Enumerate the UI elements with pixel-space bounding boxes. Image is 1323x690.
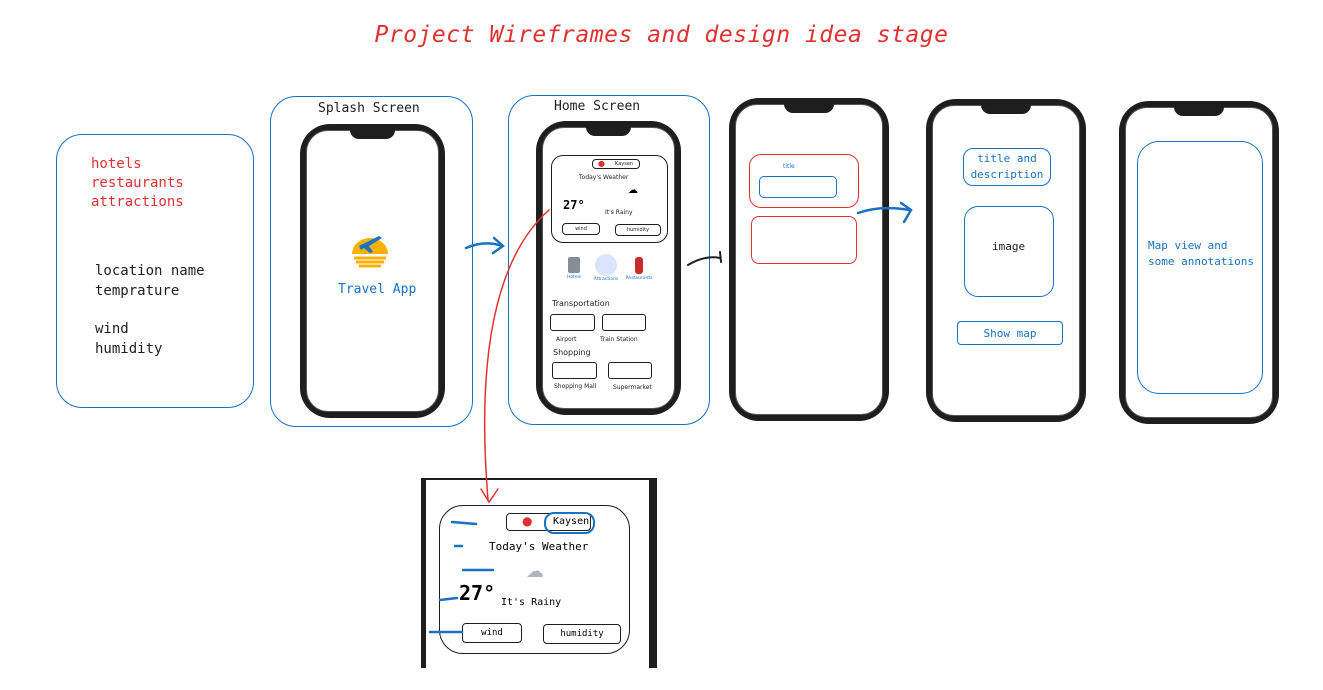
arrow-list-to-detail: [856, 206, 912, 215]
shopping-mall-box[interactable]: [552, 362, 597, 379]
detail-image-label: image: [992, 240, 1026, 253]
splash-screen-label: Splash Screen: [318, 101, 420, 116]
requirement-location-name: location name: [95, 263, 205, 279]
transport-heading: Transportation: [552, 299, 610, 308]
splash-screen-card: [270, 96, 473, 427]
zoom-weather-widget: ● Kaysen Today's Weather ☁ 27° It's Rain…: [439, 505, 630, 654]
hotel-building-icon: [568, 257, 580, 273]
zoom-condition: It's Rainy: [501, 597, 562, 608]
show-map-label: Show map: [983, 327, 1037, 340]
train-station-box[interactable]: [602, 314, 646, 331]
data-requirements-card: hotels restaurants attractions location …: [56, 134, 254, 408]
home-screen-label: Home Screen: [554, 99, 641, 114]
category-restaurants[interactable]: Restaurants: [625, 257, 653, 281]
arrow-zoom-callout: [483, 209, 550, 501]
home-condition: It's Rainy: [605, 209, 633, 216]
requirement-hotels: hotels: [91, 156, 142, 172]
home-location-chip[interactable]: ● Kaysen: [592, 159, 640, 169]
map-view-text: Map view and some annotations: [1148, 239, 1254, 268]
page-title: Project Wireframes and design idea stage: [374, 22, 949, 48]
list-item-inner-box: [759, 176, 837, 198]
category-hotels[interactable]: Hotels: [563, 257, 585, 280]
home-wind-label: wind: [575, 226, 587, 232]
zoom-rain-cloud-icon: ☁: [526, 561, 544, 582]
detail-title-text: title and description: [970, 152, 1044, 181]
list-item-title: title: [783, 163, 795, 170]
splash-app-name: Travel App: [338, 282, 417, 297]
category-attractions[interactable]: Attractions: [591, 254, 621, 282]
detail-phone: title and description image Show map: [926, 99, 1086, 422]
home-weather-widget: ● Kaysen Today's Weather ☁ 27° It's Rain…: [551, 155, 668, 243]
category-hotels-label: Hotels: [566, 275, 582, 280]
zoom-humidity-label: humidity: [560, 629, 604, 639]
zoom-marker-4: [438, 596, 459, 602]
restaurant-bottle-icon: [635, 257, 643, 274]
category-restaurants-label: Restaurants: [625, 276, 653, 281]
arrow-splash-to-home: [464, 242, 504, 250]
home-phone: ● Kaysen Today's Weather ☁ 27° It's Rain…: [536, 121, 681, 415]
list-item-card-2[interactable]: [751, 216, 857, 264]
zoom-location-chip[interactable]: ● Kaysen: [506, 512, 595, 534]
zoom-location-text: Kaysen: [553, 516, 590, 527]
home-wind-box: wind: [562, 223, 600, 235]
rain-cloud-icon: ☁: [628, 185, 638, 196]
airport-label: Airport: [556, 336, 577, 343]
train-station-label: Train Station: [600, 336, 638, 343]
splash-phone: Travel App: [300, 124, 445, 418]
requirement-temperature: temprature: [95, 283, 180, 299]
plane-logo-icon: [349, 230, 391, 274]
home-weather-title: Today's Weather: [579, 174, 629, 181]
home-temperature: 27°: [563, 198, 585, 212]
detail-image-box: image: [964, 206, 1054, 297]
attractions-icon: [595, 254, 617, 276]
zoom-location-highlight: [544, 512, 595, 534]
zoom-wind-label: wind: [481, 628, 503, 638]
arrow-home-to-list: [687, 256, 721, 266]
home-screen-card: [508, 95, 710, 425]
map-view-box[interactable]: Map view and some annotations: [1137, 141, 1263, 394]
list-item-card[interactable]: title: [749, 154, 859, 208]
zoom-marker-1: [450, 520, 478, 526]
list-phone: title: [729, 98, 889, 421]
zoom-location-pin-icon: ●: [522, 514, 533, 528]
zoom-humidity-box: humidity: [543, 624, 621, 644]
supermarket-label: Supermarket: [613, 384, 652, 391]
requirement-restaurants: restaurants: [91, 175, 184, 191]
requirement-humidity: humidity: [95, 341, 163, 357]
show-map-button[interactable]: Show map: [957, 321, 1063, 345]
category-attractions-label: Attractions: [593, 277, 619, 282]
shopping-mall-label: Shopping Mall: [554, 383, 597, 390]
location-pin-icon: ●: [598, 159, 605, 168]
map-phone: Map view and some annotations: [1119, 101, 1279, 424]
home-humidity-box: humidity: [615, 224, 661, 236]
zoom-weather-title: Today's Weather: [489, 540, 589, 553]
requirement-wind: wind: [95, 321, 129, 337]
home-location-text: Kaysen: [615, 161, 634, 167]
supermarket-box[interactable]: [608, 362, 652, 379]
zoom-temperature: 27°: [459, 581, 496, 605]
shopping-heading: Shopping: [553, 348, 591, 357]
home-humidity-label: humidity: [626, 227, 650, 233]
detail-title-box: title and description: [963, 148, 1051, 186]
requirement-attractions: attractions: [91, 194, 184, 210]
airport-box[interactable]: [550, 314, 595, 331]
